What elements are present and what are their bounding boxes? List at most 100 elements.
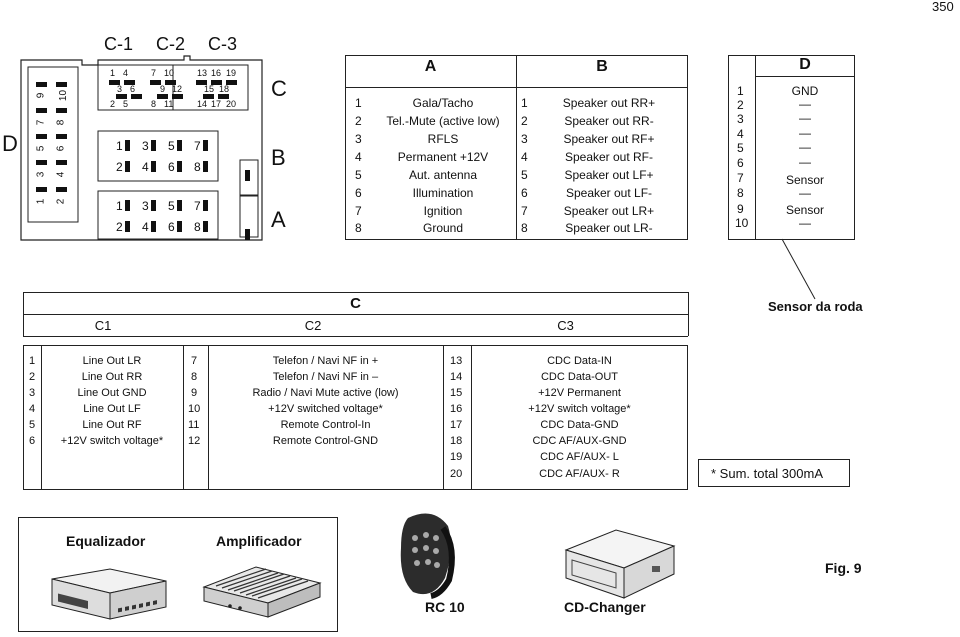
b-pin: 8 [194, 160, 201, 174]
table-ab-row-num-b: 8 [521, 221, 528, 235]
figure-label: Fig. 9 [825, 560, 862, 576]
c2-row-value: Telefon / Navi NF in – [272, 371, 379, 383]
c2-row-value: Telefon / Navi NF in + [272, 355, 379, 367]
d-pin-10: 10 [58, 89, 70, 102]
page-number: 350 [932, 0, 954, 14]
table-ab-row-num-b: 5 [521, 168, 528, 182]
table-d-row-value: — [799, 186, 811, 200]
table-d-row-value: — [799, 155, 811, 169]
c-pin: 14 [197, 99, 208, 109]
sensor-pointer-line [781, 238, 816, 300]
table-ab-row-num-b: 6 [521, 186, 528, 200]
c3-row-value: CDC Data-OUT [540, 371, 618, 383]
c3-row-num: 13 [450, 355, 463, 367]
table-ab-row-a: Tel.-Mute (active low) [386, 114, 500, 128]
c-pin: 7 [151, 68, 157, 78]
b-pin: 1 [116, 139, 123, 153]
c3-row-num: 17 [450, 419, 463, 431]
c-pin: 8 [151, 99, 157, 109]
c2-row-value: Remote Control-GND [272, 435, 379, 447]
c-pin: 13 [197, 68, 208, 78]
table-ab-row-b: Speaker out LF+ [564, 168, 654, 182]
a-pin: 4 [142, 220, 149, 234]
table-d-row-value: Sensor [785, 173, 825, 187]
c2-row-num: 7 [191, 355, 198, 367]
table-ab-row-num-a: 5 [355, 168, 362, 182]
table-ab-row-a: Illumination [412, 186, 474, 200]
footnote-box [698, 459, 850, 487]
table-d-row-num: 7 [737, 171, 744, 185]
sensor-label: Sensor da roda [768, 299, 863, 314]
amplifier-label: Amplificador [216, 533, 302, 549]
table-d-row-num: 4 [737, 127, 744, 141]
table-a-header: A [424, 58, 437, 75]
connector-c1-label: C-1 [104, 34, 134, 54]
table-d-row-value: — [799, 140, 811, 154]
a-pin: 8 [194, 220, 201, 234]
c3-row-num: 15 [450, 387, 463, 399]
table-ab-row-b: Speaker out LR- [565, 221, 653, 235]
b-pin: 5 [168, 139, 175, 153]
c2-row-value: +12V switched voltage* [268, 403, 383, 415]
table-d-row-value: — [799, 111, 811, 125]
c-pin: 17 [211, 99, 222, 109]
table-ab-row-b: Speaker out RF+ [563, 132, 655, 146]
table-ab-row-num-a: 3 [355, 132, 362, 146]
c3-row-num: 14 [450, 371, 463, 383]
b-pin: 7 [194, 139, 201, 153]
c2-row-num: 10 [188, 403, 201, 415]
table-ab-row-a: Ignition [423, 204, 463, 218]
table-c2-header: C2 [304, 318, 322, 333]
c1-row-value: +12V switch voltage* [60, 435, 164, 447]
a-pin: 6 [168, 220, 175, 234]
c1-row-value: Line Out LR [82, 355, 142, 367]
c3-row-value: CDC AF/AUX-GND [532, 435, 627, 447]
equalizer-image [51, 568, 167, 620]
d-pin-9: 9 [35, 92, 47, 99]
connector-c2-label: C-2 [156, 34, 186, 54]
remote-label: RC 10 [425, 599, 465, 615]
a-pin: 1 [116, 199, 123, 213]
a-pin: 5 [168, 199, 175, 213]
table-ab-row-b: Speaker out RF- [564, 150, 654, 164]
b-pin: 6 [168, 160, 175, 174]
table-ab-row-b: Speaker out RR+ [562, 96, 656, 110]
table-b-header: B [596, 58, 608, 75]
c-pin: 9 [160, 84, 166, 94]
c-pin: 20 [226, 99, 237, 109]
table-d-row-num: 6 [737, 156, 744, 170]
c1-row-num: 2 [29, 371, 36, 383]
table-ab-row-num-b: 3 [521, 132, 528, 146]
d-pin-6: 6 [55, 145, 67, 152]
c3-row-num: 18 [450, 435, 463, 447]
d-pin-2: 2 [55, 198, 67, 205]
table-ab-row-a: Permanent +12V [397, 150, 489, 164]
d-pin-8: 8 [55, 119, 67, 126]
c1-row-value: Line Out LF [83, 403, 141, 415]
a-pin: 7 [194, 199, 201, 213]
c1-row-num: 3 [29, 387, 36, 399]
c-pin: 16 [211, 68, 222, 78]
table-c-header: C [350, 295, 361, 312]
table-ab-row-num-b: 2 [521, 114, 528, 128]
c1-row-num: 6 [29, 435, 36, 447]
table-d-row-num: 8 [737, 186, 744, 200]
table-ab-row-num-a: 6 [355, 186, 362, 200]
c2-row-num: 8 [191, 371, 198, 383]
table-ab-row-num-a: 4 [355, 150, 362, 164]
c1-row-value: Line Out RR [81, 371, 143, 383]
table-d-row-num: 2 [737, 98, 744, 112]
amplifier-image [202, 566, 322, 618]
c-pin: 12 [172, 84, 183, 94]
table-ab-row-a: Ground [422, 221, 464, 235]
c2-row-value: Radio / Navi Mute active (low) [252, 387, 399, 399]
table-ab-row-b: Speaker out LF- [565, 186, 653, 200]
c-pin: 3 [117, 84, 123, 94]
c-pin: 2 [110, 99, 116, 109]
c3-row-value: +12V Permanent [538, 387, 621, 399]
c2-row-value: Remote Control-In [280, 419, 371, 431]
cd-changer-label: CD-Changer [564, 599, 646, 615]
table-ab-row-a: Gala/Tacho [412, 96, 474, 110]
connector-housing [20, 55, 263, 241]
b-pin: 4 [142, 160, 149, 174]
